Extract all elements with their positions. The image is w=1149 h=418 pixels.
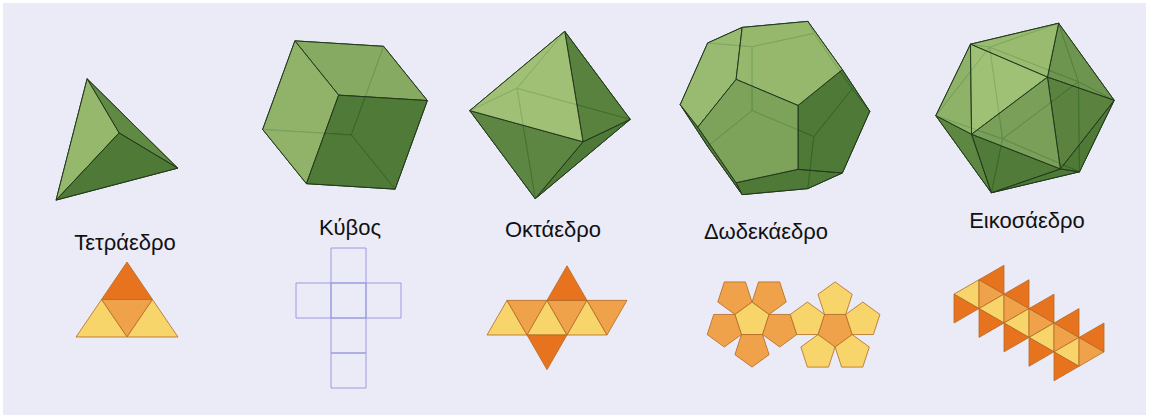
- net-face: [102, 262, 153, 300]
- net-face: [801, 335, 835, 368]
- net-face: [1054, 309, 1079, 338]
- net-face: [735, 335, 769, 368]
- net-face: [718, 282, 752, 315]
- solid-name: Εικοσάεδρο: [969, 208, 1085, 233]
- solid-face: [936, 44, 972, 134]
- polyhedron: [470, 31, 630, 198]
- net-face: [818, 282, 852, 315]
- net-face: [331, 248, 366, 283]
- net-face: [1029, 337, 1054, 366]
- net-face: [1029, 294, 1054, 323]
- net-face: [835, 335, 869, 368]
- net-face: [366, 283, 401, 318]
- solid-name: Κύβος: [319, 215, 381, 240]
- net-face: [331, 353, 366, 388]
- net-face: [527, 335, 567, 370]
- cube-net: [296, 248, 401, 388]
- net-face: [707, 314, 741, 347]
- net-face: [979, 265, 1004, 294]
- solid-face: [470, 31, 583, 141]
- solid-face: [56, 133, 178, 200]
- solid-face: [698, 79, 798, 182]
- net-face: [1079, 323, 1104, 352]
- dodecahedron-net: [707, 282, 880, 367]
- solid-face: [972, 77, 1061, 169]
- polyhedron: [936, 23, 1114, 193]
- solid-name: Δωδεκάεδρο: [704, 219, 828, 244]
- polyhedron: [56, 79, 178, 200]
- solid-name: Τετράεδρο: [74, 230, 176, 255]
- net-face: [547, 266, 587, 301]
- icosahedron-net: [954, 265, 1104, 380]
- solid-face: [56, 79, 178, 200]
- net-face: [790, 302, 824, 335]
- octahedron-net: [487, 266, 627, 370]
- net-face: [1004, 280, 1029, 309]
- net-face: [296, 283, 331, 318]
- net-face: [1004, 323, 1029, 352]
- net-face: [331, 318, 366, 353]
- net-face: [331, 283, 366, 318]
- polyhedron: [680, 21, 870, 194]
- net-face: [1054, 352, 1079, 381]
- polyhedron: [263, 41, 428, 189]
- net-face: [846, 302, 880, 335]
- solid-name: Οκτάεδρο: [505, 217, 601, 242]
- net-face: [752, 282, 786, 315]
- tetrahedron-net: [76, 262, 178, 337]
- net-face: [76, 300, 127, 338]
- solid-face: [306, 95, 427, 189]
- net-face: [979, 309, 1004, 338]
- net-face: [127, 300, 178, 338]
- net-face: [954, 294, 979, 323]
- net-face: [587, 300, 627, 335]
